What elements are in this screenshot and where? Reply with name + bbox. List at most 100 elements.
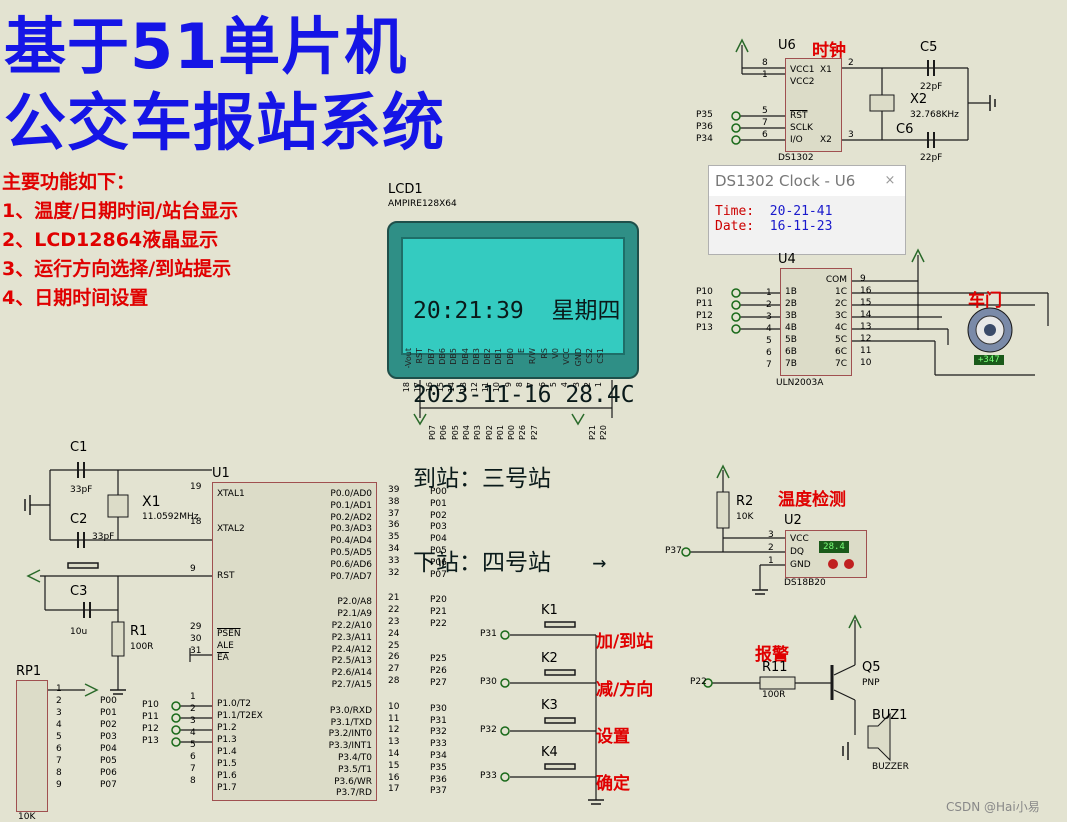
u1-pin-num: 14 bbox=[388, 749, 400, 759]
uln2003-pin-out: 4C bbox=[834, 323, 847, 333]
uln2003-pin-in: 5B bbox=[785, 335, 797, 345]
net-label-p11: P11 bbox=[142, 712, 159, 722]
r11-ref: R11 bbox=[762, 660, 788, 675]
ds1302-pin-sclk: SCLK bbox=[790, 123, 813, 133]
net-label-p13: P13 bbox=[142, 736, 159, 746]
lcd-pin-number: 1 bbox=[594, 382, 604, 388]
u4-name: ULN2003A bbox=[776, 378, 824, 388]
title-line-2: 公交车报站系统 bbox=[4, 86, 446, 159]
u1-pin-num: 37 bbox=[388, 508, 400, 519]
lcd-net-label: P04 bbox=[461, 425, 471, 441]
temp-up-button[interactable] bbox=[844, 559, 854, 569]
lcd-pin-label: RS bbox=[539, 348, 549, 359]
lcd-pin-number: 18 bbox=[402, 382, 411, 393]
u4-pin-num: 13 bbox=[860, 322, 872, 332]
key-k2-tag[interactable]: 减/方向 bbox=[596, 680, 654, 700]
lcd-net-label: P06 bbox=[439, 425, 449, 441]
ds1302-window-body: Time: 20-21-41 Date: 16-11-23 bbox=[709, 196, 905, 242]
temp-down-button[interactable] bbox=[828, 559, 838, 569]
mcu-pin-left: RST bbox=[217, 571, 235, 581]
u1-pin-num: 28 bbox=[388, 676, 400, 686]
u1-pin-num: 10 bbox=[388, 701, 400, 712]
c2-ref: C2 bbox=[70, 512, 88, 527]
key-k3-tag[interactable]: 设置 bbox=[596, 727, 630, 747]
c3-ref: C3 bbox=[70, 584, 88, 599]
u1-net-label: P36 bbox=[430, 774, 447, 785]
clock-tag: 时钟 bbox=[812, 41, 846, 61]
uln2003-pin-in: 3B bbox=[785, 311, 797, 321]
lcd-pin-label: DB6 bbox=[437, 348, 447, 365]
lcd-pin-label: R/W bbox=[528, 348, 538, 365]
ds1302-window-titlebar[interactable]: DS1302 Clock - U6 × bbox=[709, 166, 905, 196]
key-k2-ref: K2 bbox=[541, 651, 558, 666]
mcu-pin-right: P3.0/RXD bbox=[329, 705, 372, 716]
lcd-pin-label: VCC bbox=[562, 348, 572, 365]
lcd-net-label: P00 bbox=[507, 425, 517, 441]
q5-value: PNP bbox=[862, 678, 880, 688]
mcu-pin-right: P2.3/A11 bbox=[331, 632, 372, 643]
ds18b20-pin-dq: DQ bbox=[790, 547, 805, 557]
close-icon[interactable]: × bbox=[884, 173, 896, 188]
uln2003-pin-in: 2B bbox=[785, 299, 797, 309]
mcu-pin-left: EA bbox=[217, 653, 229, 663]
c1-ref: C1 bbox=[70, 440, 88, 455]
c6-ref: C6 bbox=[896, 122, 914, 137]
title-line-1: 基于51单片机 bbox=[4, 10, 408, 83]
uln2003-pin-out: 1C bbox=[834, 287, 847, 297]
u6-pin-num: 7 bbox=[762, 118, 768, 128]
u4-pin-num: 15 bbox=[860, 298, 872, 308]
feature-item: 1、温度/日期时间/站台显示 bbox=[2, 200, 239, 222]
lcd-pin-label: DB4 bbox=[460, 348, 470, 365]
u1-pin-num: 23 bbox=[388, 617, 400, 627]
r11-value: 100R bbox=[762, 690, 786, 700]
rp1-pin-num: 5 bbox=[56, 732, 62, 742]
u1-pin-num: 29 bbox=[190, 622, 202, 632]
u4-pin-num: 6 bbox=[766, 348, 772, 358]
mcu-pin-left: P1.2 bbox=[217, 723, 237, 733]
door-tag: 车门 bbox=[968, 291, 1002, 311]
lcd-net-label: P20 bbox=[599, 425, 609, 441]
u1-net-label: P03 bbox=[430, 522, 447, 533]
u4-pin-num: 12 bbox=[860, 334, 872, 344]
time-label: Time: bbox=[715, 204, 755, 219]
net-label-p10: P10 bbox=[696, 287, 713, 297]
lcd-pin-number: 12 bbox=[469, 382, 479, 393]
u1-net-label: P27 bbox=[430, 678, 447, 688]
rp1-net-label: P07 bbox=[100, 780, 117, 790]
u1-pin-num: 32 bbox=[388, 567, 400, 578]
u1-pin-num: 13 bbox=[388, 737, 400, 748]
mcu-pin-left: P1.6 bbox=[217, 771, 237, 781]
net-label-p35: P35 bbox=[696, 110, 713, 120]
lcd-pin-number: 11 bbox=[481, 382, 491, 393]
x2-ref: X2 bbox=[910, 92, 928, 107]
u1-net-label: P26 bbox=[430, 666, 447, 677]
u1-pin-num: 30 bbox=[190, 634, 202, 644]
u1-net-label: P06 bbox=[430, 557, 447, 568]
key-k3-ref: K3 bbox=[541, 698, 558, 713]
ds1302-clock-window[interactable]: DS1302 Clock - U6 × Time: 20-21-41 Date:… bbox=[708, 165, 906, 255]
key-k4-tag[interactable]: 确定 bbox=[596, 774, 630, 794]
ds1302-pin-vcc2: VCC2 bbox=[790, 77, 815, 87]
u1-net-label: P20 bbox=[430, 595, 447, 606]
u6-pin-num: 2 bbox=[848, 58, 854, 68]
uln2003-pin-out: COM bbox=[825, 275, 847, 285]
ds1302-pin-x2: X2 bbox=[820, 135, 832, 145]
u1-net-label: P35 bbox=[430, 762, 447, 773]
buz1-ref: BUZ1 bbox=[872, 708, 908, 723]
u4-pin-num: 11 bbox=[860, 346, 872, 356]
mcu-pin-left: P1.7 bbox=[217, 783, 237, 793]
lcd-net-label: P27 bbox=[529, 425, 539, 441]
date-value: 16-11-23 bbox=[769, 219, 833, 234]
u1-pin-num: 36 bbox=[388, 520, 400, 531]
key-k1-tag[interactable]: 加/到站 bbox=[596, 632, 654, 652]
temp-reading: 28.4 bbox=[819, 541, 849, 553]
lcd-net-label: P05 bbox=[450, 425, 460, 441]
mcu-pin-left: P1.0/T2 bbox=[217, 699, 251, 709]
lcd-pin-label: DB0 bbox=[505, 348, 515, 365]
ds1302-window-title: DS1302 Clock - U6 bbox=[715, 172, 856, 190]
rp1-value: 10K bbox=[18, 812, 36, 822]
u1-net-label: P05 bbox=[430, 546, 447, 556]
